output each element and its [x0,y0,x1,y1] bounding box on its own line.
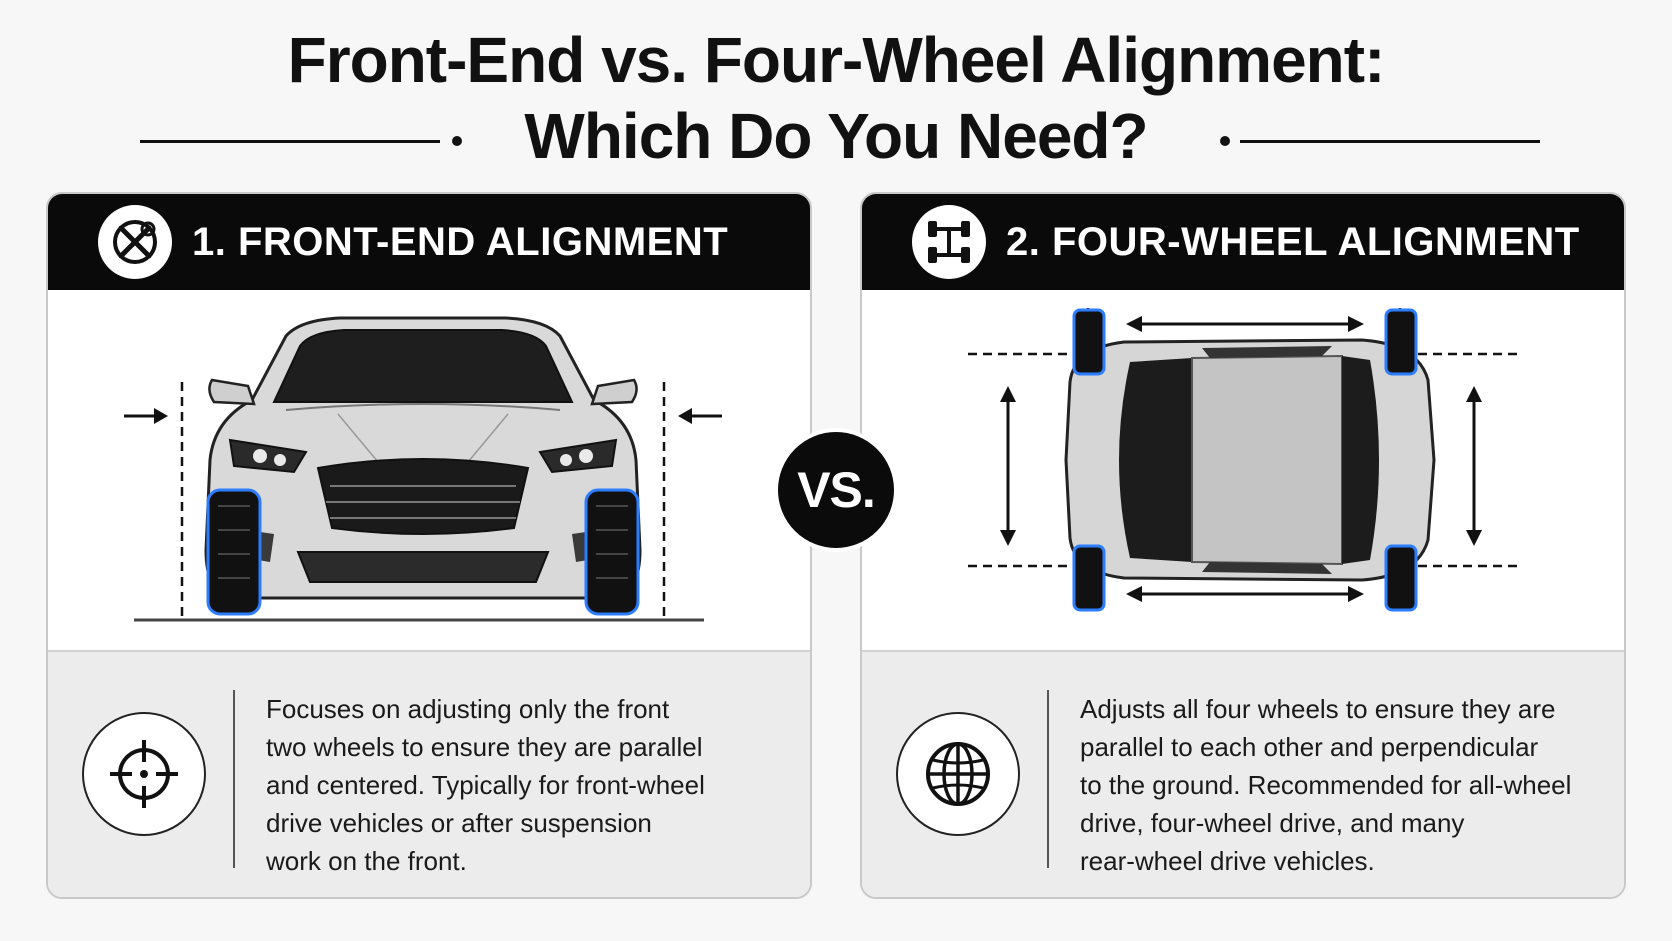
title-line-1: Front-End vs. Four-Wheel Alignment: [287,24,1386,96]
title-line-2: Which Do You Need? [524,100,1148,172]
title-rule-left [140,140,440,143]
front-view-car-illustration [48,290,810,650]
panel-description: Adjusts all four wheels to ensure they a… [1080,694,1572,876]
description-area: Focuses on adjusting only the front two … [48,650,810,897]
front-left-wheel [206,488,262,616]
panel-description: Focuses on adjusting only the front two … [266,694,705,876]
wrench-cross-icon [98,205,172,279]
title-dot-left [452,136,462,146]
wheel-rear-right [1384,544,1418,612]
wheel-front-left [1072,308,1106,376]
description-divider [1047,690,1049,868]
panel-heading: 2. FOUR-WHEEL ALIGNMENT [1006,219,1580,264]
title-rule-right [1240,140,1540,143]
wheel-rear-left [1072,544,1106,612]
page-title: Front-End vs. Four-Wheel Alignment: Whic… [0,22,1672,174]
globe-icon [896,712,1020,836]
vs-badge: VS. [774,428,898,552]
front-right-wheel [584,488,640,616]
description-area: Adjusts all four wheels to ensure they a… [862,650,1624,897]
panel-header: 2. FOUR-WHEEL ALIGNMENT [862,194,1624,290]
panel-heading: 1. FRONT-END ALIGNMENT [192,219,729,264]
title-dot-right [1220,136,1230,146]
crosshair-target-icon [82,712,206,836]
wheel-front-right [1384,308,1418,376]
four-wheel-panel: 2. FOUR-WHEEL ALIGNMENT [860,192,1626,899]
description-divider [233,690,235,868]
top-view-car-illustration [862,290,1624,650]
chassis-axles-icon [912,205,986,279]
panel-header: 1. FRONT-END ALIGNMENT [48,194,810,290]
front-end-panel: 1. FRONT-END ALIGNMENT [46,192,812,899]
